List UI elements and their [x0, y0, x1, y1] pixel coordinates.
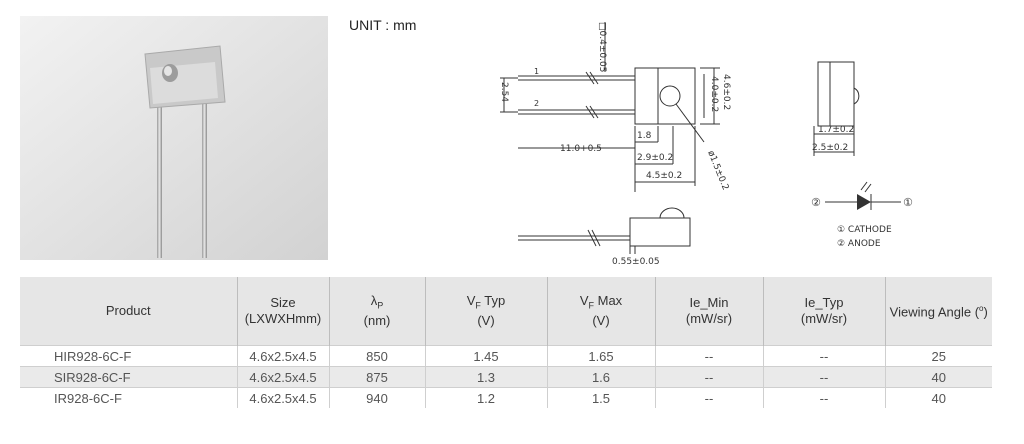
cathode-legend: ① CATHODE [837, 225, 892, 235]
dim-2-9: 2.9±0.2 [637, 153, 673, 163]
cell-ie-min: -- [654, 366, 763, 388]
dim-height: 4.6±0.2 [721, 74, 731, 110]
table-row: IR928-6C-F 4.6x2.5x4.5 940 1.2 1.5 -- --… [20, 387, 992, 408]
dim-4-5: 4.5±0.2 [646, 171, 682, 181]
table-row: HIR928-6C-F 4.6x2.5x4.5 850 1.45 1.65 --… [20, 345, 992, 367]
pin1-marker: ① [903, 196, 913, 209]
cell-ie-min: -- [654, 345, 763, 367]
cell-ie-typ: -- [762, 366, 885, 388]
dim-side-2-5: 2.5±0.2 [812, 143, 848, 153]
header-viewing-angle: Viewing Angle (o) [884, 277, 992, 346]
dim-width: 4.0±0.2 [709, 76, 719, 112]
header-vf-max: VF Max(V) [546, 277, 655, 346]
header-wavelength: λP(nm) [328, 277, 425, 346]
cell-wavelength: 940 [328, 387, 425, 408]
cell-ie-typ: -- [762, 345, 885, 367]
diode-triangle-icon [857, 194, 871, 210]
dim-pitch: 2.54 [499, 82, 509, 102]
anode-legend: ② ANODE [837, 239, 881, 249]
dim-1-8: 1.8 [637, 131, 652, 141]
cell-size: 4.6x2.5x4.5 [236, 345, 329, 367]
header-ie-typ: Ie_Typ(mW/sr) [762, 277, 885, 346]
dim-lens-diameter: ø1.5±0.2 [705, 149, 730, 191]
cell-viewing-angle: 25 [884, 345, 992, 367]
cell-ie-min: -- [654, 387, 763, 408]
cell-product: HIR928-6C-F [20, 345, 237, 367]
pin2-marker: ② [811, 196, 821, 209]
table-header-row: Product Size(LXWXHmm) λP(nm) VF Typ(V) V… [20, 277, 992, 346]
cell-vf-max: 1.5 [546, 387, 655, 408]
dim-bottom: 0.55±0.05 [612, 257, 660, 267]
cell-product: SIR928-6C-F [20, 366, 237, 388]
table-row: SIR928-6C-F 4.6x2.5x4.5 875 1.3 1.6 -- -… [20, 366, 992, 388]
cell-wavelength: 850 [328, 345, 425, 367]
cell-viewing-angle: 40 [884, 387, 992, 408]
lead-mark-1: 1 [534, 67, 539, 76]
cell-vf-typ: 1.2 [424, 387, 547, 408]
spec-table: Product Size(LXWXHmm) λP(nm) VF Typ(V) V… [20, 277, 992, 408]
header-size: Size(LXWXHmm) [236, 277, 329, 346]
cell-size: 4.6x2.5x4.5 [236, 387, 329, 408]
header-vf-typ: VF Typ(V) [424, 277, 547, 346]
lead-mark-2: 2 [534, 99, 539, 108]
header-ie-min: Ie_Min(mW/sr) [654, 277, 763, 346]
unit-label: UNIT : mm [349, 17, 417, 33]
cell-viewing-angle: 40 [884, 366, 992, 388]
cell-size: 4.6x2.5x4.5 [236, 366, 329, 388]
dim-lead-square: □0.4±0.05 [597, 22, 607, 72]
cell-ie-typ: -- [762, 387, 885, 408]
dimension-drawing: □0.4±0.05 4.6±0.2 4.0±0.2 2.54 1 2 11.0+… [499, 22, 731, 267]
product-photo [20, 16, 328, 260]
cell-vf-typ: 1.45 [424, 345, 547, 367]
dim-side-1-7: 1.7±0.2 [818, 125, 854, 135]
header-product: Product [20, 277, 237, 346]
cell-product: IR928-6C-F [20, 387, 237, 408]
side-view-drawing: 1.7±0.2 2.5±0.2 [812, 61, 860, 156]
dim-lead-length: 11.0+0.5 [560, 144, 602, 154]
cell-vf-typ: 1.3 [424, 366, 547, 388]
cell-vf-max: 1.6 [546, 366, 655, 388]
cell-vf-max: 1.65 [546, 345, 655, 367]
cell-wavelength: 875 [328, 366, 425, 388]
diode-symbol: ② ① ① CATHODE ② ANODE [811, 181, 913, 249]
